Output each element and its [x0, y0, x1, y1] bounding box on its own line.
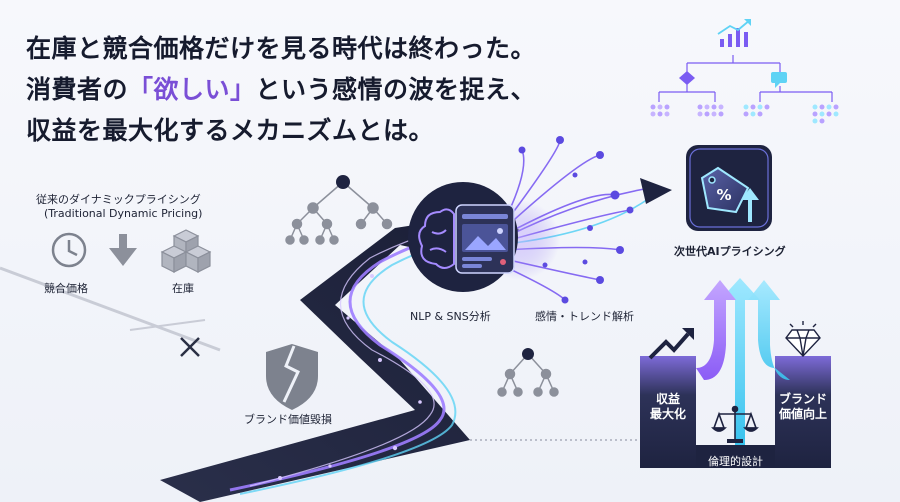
dot-grid-icon [650, 104, 839, 124]
headline-accent: 「欲しい」 [128, 75, 256, 104]
brand-value-up-label: ブランド 価値向上 [778, 392, 827, 421]
trend-up-icon [648, 328, 694, 360]
headline: 在庫と競合価格だけを見る時代は終わった。 消費者の「欲しい」という感情の波を捉え… [26, 28, 586, 151]
ethical-design-label: 倫理的設計 [708, 455, 763, 468]
scales-icon [711, 405, 759, 443]
headline-line-2-after: という感情の波を捉え、 [255, 75, 537, 104]
nlp-sns-label: NLP & SNS分析 [410, 310, 491, 323]
traditional-title-en: (Traditional Dynamic Pricing) [44, 207, 203, 220]
svg-text:%: % [716, 186, 731, 204]
brand-bar [775, 356, 831, 468]
down-arrow-icon [109, 234, 137, 266]
growth-chart-icon [717, 19, 751, 47]
headline-line-2-before: 消費者の [26, 75, 129, 104]
inventory-label: 在庫 [172, 282, 194, 295]
revenue-bar [640, 356, 696, 468]
boxes-icon [160, 229, 212, 273]
broken-shield-icon [266, 344, 318, 410]
revenue-max-label: 収益 最大化 [649, 392, 686, 421]
tree-diagram-icon-left [285, 175, 393, 245]
sentiment-trend-label: 感情・トレンド解析 [535, 310, 634, 323]
diamond-icon [785, 321, 821, 358]
headline-line-2: 消費者の「欲しい」という感情の波を捉え、 [26, 69, 586, 110]
clock-icon [51, 232, 87, 268]
traditional-title-jp: 従来のダイナミックプライシング [36, 193, 201, 206]
flow-tree-icon [658, 55, 833, 102]
headline-line-3: 収益を最大化するメカニズムとは。 [26, 116, 435, 145]
brand-damage-label: ブランド価値毀損 [244, 413, 332, 426]
next-gen-pricing-label: 次世代AIプライシング [674, 245, 786, 258]
cross-icon [180, 337, 200, 357]
competitor-price-label: 競合価格 [44, 282, 88, 295]
headline-line-1: 在庫と競合価格だけを見る時代は終わった。 [26, 34, 537, 63]
price-tag-icon: % [700, 166, 759, 222]
ethics-base [696, 445, 775, 468]
brain-icon [418, 208, 455, 269]
tree-diagram-icon-bottom [497, 348, 559, 397]
